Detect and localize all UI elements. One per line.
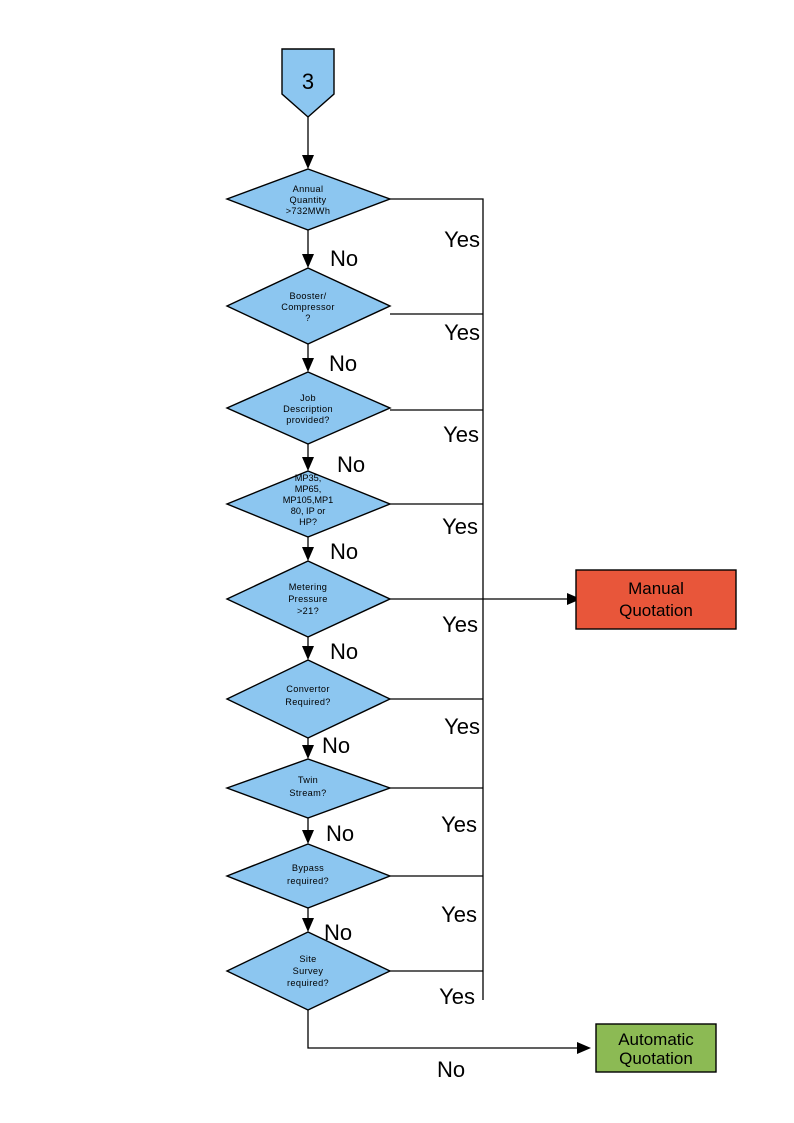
branch-booster-compressor-yes: Yes [390,313,483,345]
bypass-required-yes-label: Yes [441,902,477,927]
bypass-required-line-1: Bypass [292,863,324,873]
booster-compressor-line-3: ? [305,313,310,323]
node-annual-quantity[interactable]: Annual Quantity >732MWh [225,168,393,231]
connector-bypass-required-no: No [302,908,352,945]
twin-stream-line-1: Twin [298,775,318,785]
metering-pressure-no-label: No [330,639,358,664]
off-page-connector-label: 3 [302,69,314,94]
branch-annual-quantity-yes: Yes [390,198,484,1000]
node-twin-stream[interactable]: Twin Stream? [224,758,393,819]
convertor-required-no-label: No [322,733,350,758]
job-description-line-3: provided? [286,415,330,425]
site-survey-line-3: required? [287,978,329,988]
annual-quantity-no-label: No [330,246,358,271]
automatic-quotation-line-2: Quotation [619,1049,693,1068]
arrow-head-icon [567,593,581,605]
branch-bypass-required-yes: Yes [390,875,483,927]
mp-type-line-3: MP105,MP1 [283,495,334,505]
mp-type-line-2: MP65, [295,484,322,494]
node-automatic-quotation[interactable]: Automatic Quotation [595,1023,717,1073]
node-off-page-connector[interactable]: 3 [281,48,335,118]
twin-stream-line-2: Stream? [289,788,326,798]
mp-type-yes-label: Yes [442,514,478,539]
connector-job-description-no: No [302,444,365,477]
booster-compressor-line-2: Compressor [281,302,335,312]
arrow-head-icon [302,358,314,372]
branch-metering-pressure-yes: Yes [390,593,581,637]
connector-booster-compressor-no: No [302,344,357,376]
metering-pressure-line-1: Metering [289,582,328,592]
metering-pressure-line-2: Pressure [288,594,328,604]
mp-type-line-4: 80, IP or [291,506,326,516]
arrow-head-icon [302,254,314,268]
arrow-head-icon [302,457,314,471]
connector-convertor-required-no: No [302,733,350,759]
arrow-head-icon [577,1042,591,1054]
site-survey-no-label: No [437,1057,465,1082]
booster-compressor-no-label: No [329,351,357,376]
node-job-description[interactable]: Job Description provided? [225,371,392,445]
job-description-no-label: No [337,452,365,477]
convertor-required-line-1: Convertor [286,684,330,694]
site-survey-line-2: Survey [293,966,324,976]
connector-metering-pressure-no: No [302,637,358,664]
branch-site-survey-no: No [307,1010,591,1082]
bypass-required-line-2: required? [287,876,329,886]
mp-type-line-5: HP? [299,517,317,527]
job-description-yes-label: Yes [443,422,479,447]
manual-quotation-shape [575,569,737,630]
connector-annual-quantity-no: No [302,230,358,271]
automatic-quotation-line-1: Automatic [618,1030,694,1049]
automatic-quotation-shape [595,1023,717,1073]
branch-job-description-yes: Yes [390,409,483,447]
mp-type-line-1: MP35, [295,473,322,483]
manual-quotation-line-2: Quotation [619,601,693,620]
branch-site-survey-yes: Yes [390,970,483,1009]
annual-quantity-line-2: Quantity [289,195,326,205]
connector-mp-type-no: No [302,537,358,564]
node-site-survey[interactable]: Site Survey required? [225,931,392,1011]
job-description-line-1: Job [300,393,316,403]
annual-quantity-yes-label: Yes [444,227,480,252]
arrow-head-icon [302,830,314,844]
job-description-line-2: Description [283,404,333,414]
connector-twin-stream-no: No [302,818,354,846]
connector-start-to-annual-quantity [302,117,314,169]
twin-stream-no-label: No [326,821,354,846]
node-booster-compressor[interactable]: Booster/ Compressor ? [225,267,392,345]
site-survey-line-1: Site [299,954,316,964]
convertor-required-line-2: Required? [285,697,331,707]
arrow-head-icon [302,547,314,561]
node-bypass-required[interactable]: Bypass required? [225,843,392,909]
booster-compressor-line-1: Booster/ [289,291,326,301]
mp-type-no-label: No [330,539,358,564]
node-mp-type[interactable]: MP35, MP65, MP105,MP1 80, IP or HP? [225,470,392,538]
twin-stream-yes-label: Yes [441,812,477,837]
branch-mp-type-yes: Yes [390,503,483,539]
node-metering-pressure[interactable]: Metering Pressure >21? [225,560,392,638]
manual-quotation-line-1: Manual [628,579,684,598]
node-manual-quotation[interactable]: Manual Quotation [575,569,737,630]
metering-pressure-line-3: >21? [297,606,319,616]
bypass-required-no-label: No [324,920,352,945]
arrow-head-icon [302,918,314,932]
metering-pressure-yes-label: Yes [442,612,478,637]
arrow-head-icon [302,646,314,660]
annual-quantity-line-1: Annual [293,184,324,194]
branch-convertor-required-yes: Yes [390,698,483,739]
site-survey-yes-label: Yes [439,984,475,1009]
arrow-head-icon [302,155,314,169]
branch-twin-stream-yes: Yes [390,787,483,837]
booster-compressor-yes-label: Yes [444,320,480,345]
arrow-head-icon [302,745,314,759]
convertor-required-yes-label: Yes [444,714,480,739]
off-page-connector-shape [281,48,335,118]
annual-quantity-line-3: >732MWh [286,206,331,216]
node-convertor-required[interactable]: Convertor Required? [225,659,392,739]
